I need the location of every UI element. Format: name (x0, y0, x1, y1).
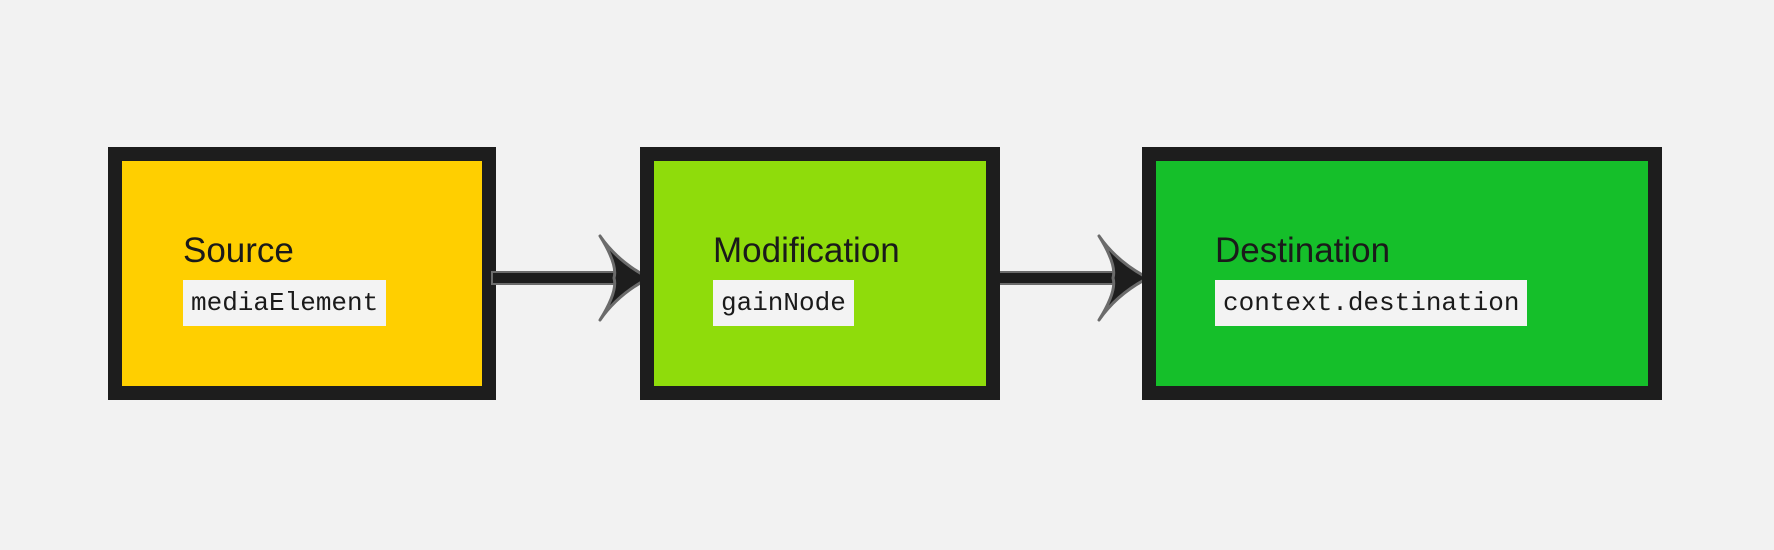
node-code: context.destination (1215, 280, 1528, 326)
node-source: Source mediaElement (108, 147, 496, 400)
node-title: Source (183, 231, 294, 270)
arrow-modification-to-destination (991, 234, 1150, 322)
arrow-source-to-modification (491, 234, 651, 322)
node-title: Modification (713, 231, 900, 270)
node-code: mediaElement (183, 280, 387, 326)
node-modification: Modification gainNode (640, 147, 1000, 400)
node-code: gainNode (713, 280, 854, 326)
node-title: Destination (1215, 231, 1391, 270)
node-destination: Destination context.destination (1142, 147, 1662, 400)
